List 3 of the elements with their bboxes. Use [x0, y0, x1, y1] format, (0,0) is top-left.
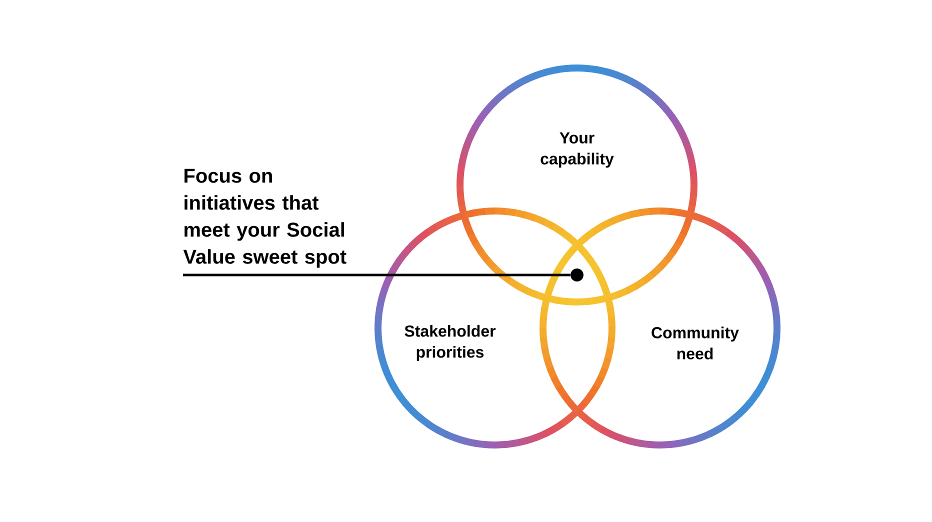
- leader-line: [183, 274, 570, 276]
- sweet-spot-dot: [570, 268, 584, 282]
- heading-text: Focus on initiatives that meet your Social Value sweet spot: [183, 168, 346, 268]
